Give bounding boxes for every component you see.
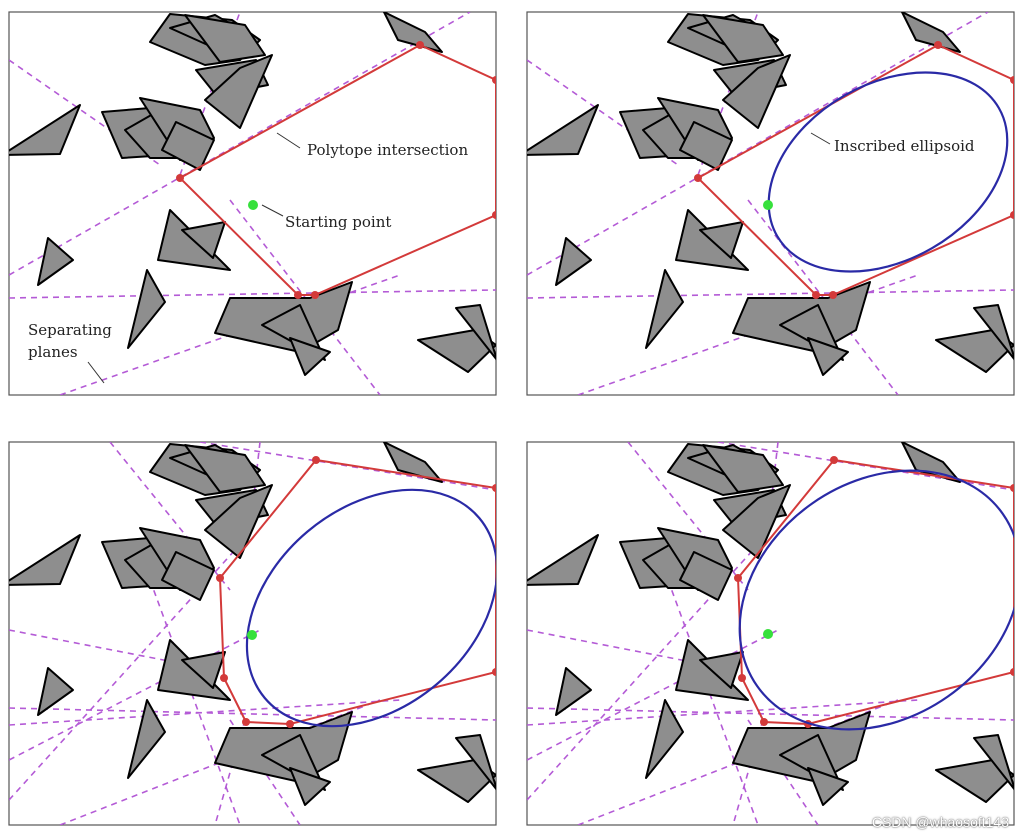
inscribed-ellipsoid bbox=[767, 71, 1009, 273]
starting-point bbox=[763, 629, 773, 639]
polytope-vertices bbox=[216, 456, 496, 728]
polytope-intersection bbox=[218, 458, 496, 726]
leader-polytope bbox=[276, 132, 301, 149]
csdn-watermark: CSDN @whaosoft143 bbox=[871, 814, 1009, 830]
inscribed-ellipsoid bbox=[245, 488, 496, 728]
label-inscribed-ellipsoid: Inscribed ellipsoid bbox=[834, 137, 975, 155]
leader-planes bbox=[87, 361, 105, 384]
panel-bottom-left bbox=[8, 441, 497, 826]
panel-top-left: Polytope intersection Starting point Sep… bbox=[8, 11, 497, 396]
label-starting-point: Starting point bbox=[285, 213, 391, 231]
polytope-vertices bbox=[694, 41, 1014, 299]
polytope-vertices bbox=[176, 41, 496, 299]
label-separating: Separating bbox=[28, 321, 112, 339]
leader-ellipsoid bbox=[810, 132, 831, 145]
starting-point bbox=[763, 200, 773, 210]
label-polytope-intersection: Polytope intersection bbox=[307, 141, 468, 159]
leader-start bbox=[261, 204, 284, 217]
inscribed-ellipsoid bbox=[738, 469, 1014, 731]
starting-point bbox=[248, 200, 258, 210]
label-planes: planes bbox=[28, 343, 78, 361]
polytope-intersection bbox=[736, 458, 1014, 726]
starting-point bbox=[247, 630, 257, 640]
panel-top-right: Inscribed ellipsoid bbox=[526, 11, 1015, 396]
panel-bottom-right bbox=[526, 441, 1015, 826]
